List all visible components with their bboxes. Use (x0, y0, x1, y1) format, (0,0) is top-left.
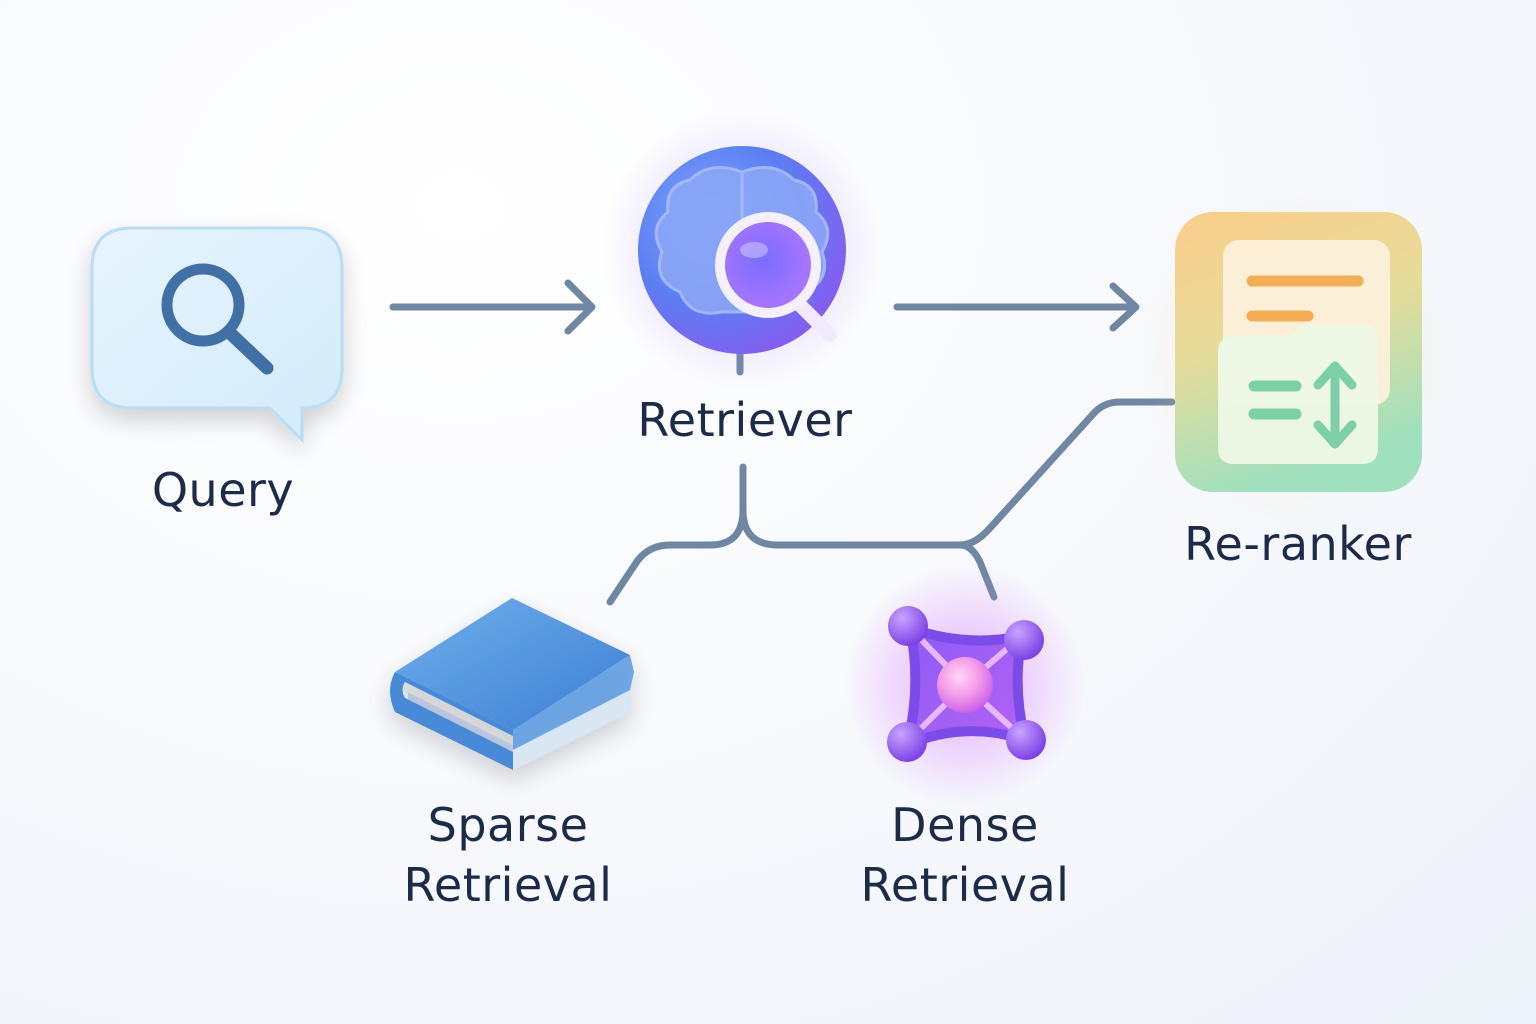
reranker-label: Re-ranker (1184, 517, 1412, 571)
retriever-label: Retriever (637, 393, 853, 447)
retriever-node (602, 110, 882, 390)
arrowhead-query-to-retriever (564, 279, 596, 335)
dense-node (845, 565, 1085, 805)
sort-arrows-icon (1313, 361, 1357, 449)
dense-label-line1: Dense (891, 798, 1039, 852)
sparse-node (390, 598, 634, 770)
magnifier-icon (715, 212, 837, 342)
sparse-label-line1: Sparse (427, 798, 589, 852)
dense-label-line2: Retrieval (860, 858, 1070, 912)
dense-retrieval-label: Dense Retrieval (861, 795, 1070, 915)
query-label: Query (151, 463, 295, 517)
reranker-node (1140, 190, 1450, 520)
vector-graph-icon (887, 606, 1046, 762)
connectors (389, 279, 1176, 606)
arrowhead-retriever-to-reranker (1109, 282, 1140, 332)
ranked-documents-icon (1218, 240, 1390, 464)
search-icon (161, 263, 274, 375)
sparse-retrieval-label: Sparse Retrieval (404, 795, 613, 915)
book-icon (390, 598, 634, 770)
dense-to-reranker-connector (956, 398, 1176, 549)
sparse-label-line2: Retrieval (403, 858, 613, 912)
query-node (90, 226, 344, 444)
